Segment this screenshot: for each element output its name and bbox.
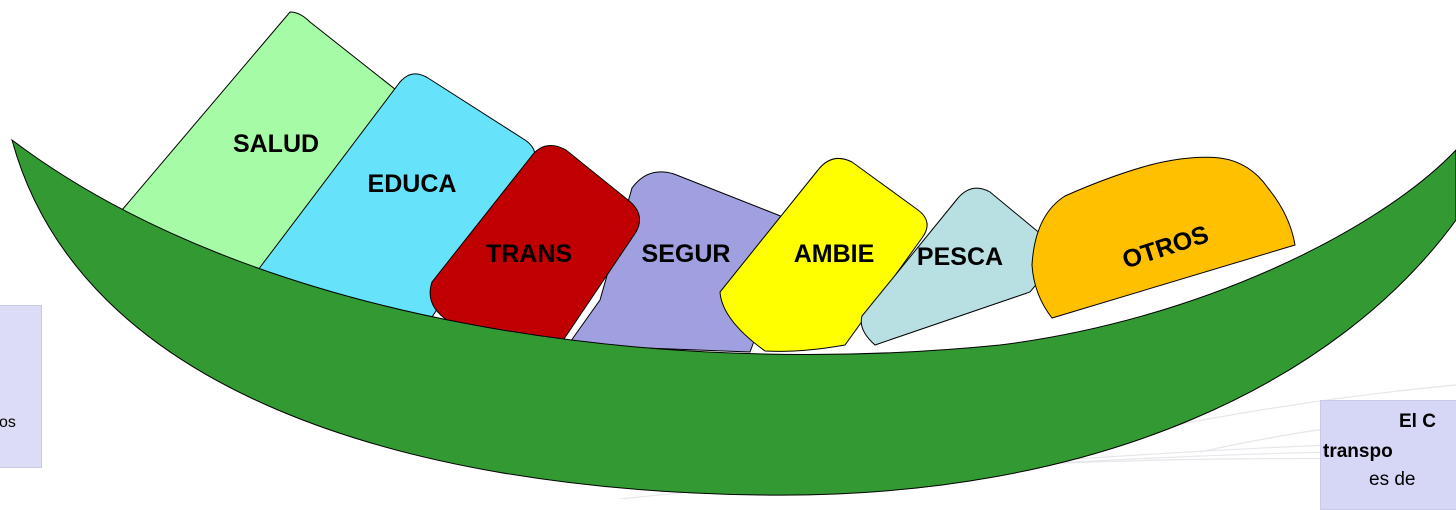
side-note-right-line2: transpo bbox=[1323, 441, 1393, 463]
side-note-right-line3: es de bbox=[1369, 469, 1415, 491]
side-note-right: El C transpo es de bbox=[1320, 400, 1456, 510]
label-ambie: AMBIE bbox=[794, 240, 875, 268]
side-note-right-line1: El C bbox=[1399, 411, 1436, 433]
label-pesca: PESCA bbox=[917, 243, 1003, 271]
side-note-left: os bbox=[0, 305, 42, 468]
label-salud: SALUD bbox=[233, 130, 319, 158]
label-trans: TRANS bbox=[486, 240, 572, 268]
diagram-canvas: SALUD EDUCA SEGUR TRANS AMBIE PESCA OTRO… bbox=[0, 0, 1456, 499]
side-note-left-text: os bbox=[0, 414, 16, 432]
label-segur: SEGUR bbox=[642, 240, 731, 268]
label-educa: EDUCA bbox=[368, 170, 457, 198]
